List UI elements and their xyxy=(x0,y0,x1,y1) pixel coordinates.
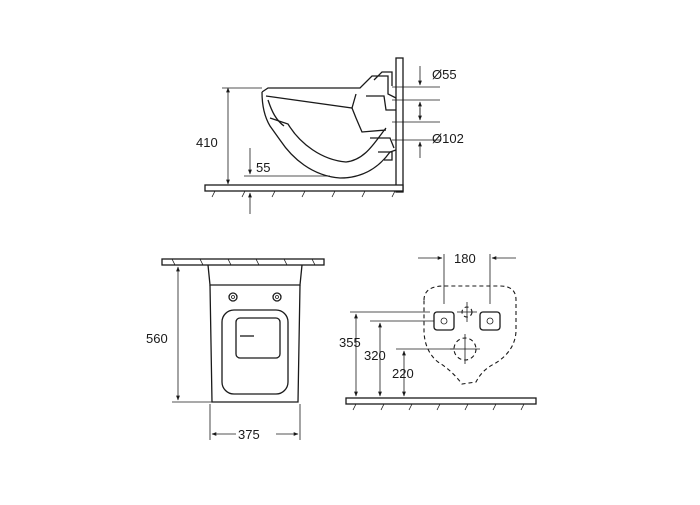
rear-view: 180 355 320 220 xyxy=(339,251,537,411)
front-wall xyxy=(161,258,325,266)
side-bowl xyxy=(261,71,397,179)
inlet-diameter-label: Ø55 xyxy=(432,67,457,82)
height-410-label: 410 xyxy=(196,135,218,150)
front-view: 560 375 xyxy=(146,258,325,442)
wall xyxy=(395,57,404,193)
bolt-left-icon xyxy=(433,311,455,331)
height-220-dimension: 220 xyxy=(392,348,454,397)
height-560-label: 560 xyxy=(146,331,168,346)
height-320-label: 320 xyxy=(364,348,386,363)
height-320-dimension: 320 xyxy=(364,320,434,397)
inlet-diameter-dimension: Ø55 xyxy=(392,66,457,120)
height-355-dimension: 355 xyxy=(339,311,430,397)
bowl-outline-dashed xyxy=(423,285,517,385)
bolt-right-icon xyxy=(479,311,501,331)
rear-floor xyxy=(345,397,537,411)
front-bowl xyxy=(207,264,303,403)
side-view: 410 55 Ø55 Ø102 xyxy=(196,57,464,214)
seat-outline xyxy=(221,309,289,395)
width-375-dimension: 375 xyxy=(209,404,301,442)
floor-offset-55-label: 55 xyxy=(256,160,270,175)
hinge-left-icon xyxy=(228,292,238,302)
floor-offset-55-dimension: 55 xyxy=(244,148,330,214)
width-375-label: 375 xyxy=(238,427,260,442)
bolt-spacing-180-dimension: 180 xyxy=(418,251,516,304)
outlet-diameter-label: Ø102 xyxy=(432,131,464,146)
hinge-right-icon xyxy=(272,292,282,302)
height-410-dimension: 410 xyxy=(196,87,262,185)
outlet-diameter-dimension: Ø102 xyxy=(392,108,464,158)
height-220-label: 220 xyxy=(392,366,414,381)
height-560-dimension: 560 xyxy=(146,266,212,403)
center-marks xyxy=(450,302,480,364)
bolt-spacing-180-label: 180 xyxy=(454,251,476,266)
height-355-label: 355 xyxy=(339,335,361,350)
bowl-opening xyxy=(235,317,281,359)
side-floor xyxy=(204,184,404,198)
